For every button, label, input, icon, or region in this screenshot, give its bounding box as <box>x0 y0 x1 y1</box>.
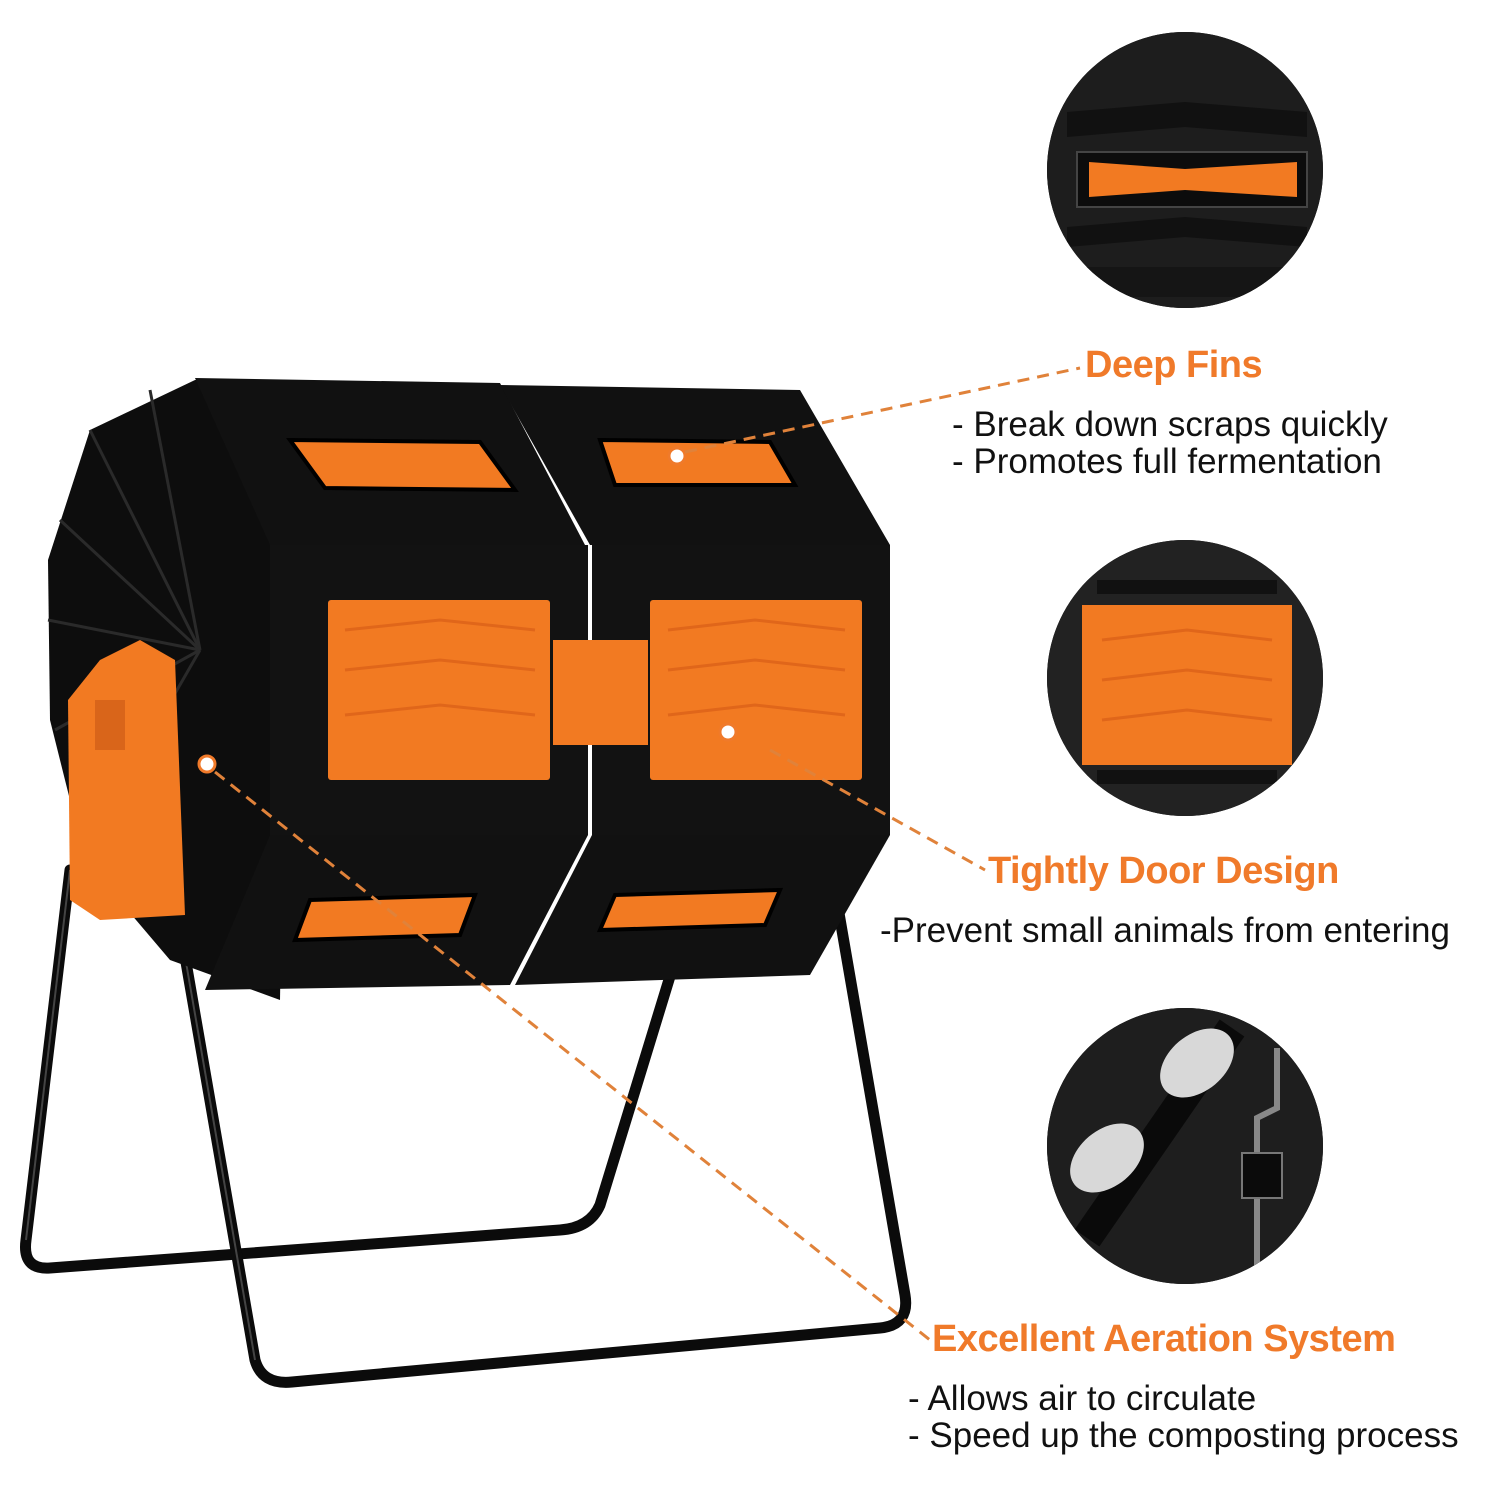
door-latch <box>553 640 648 745</box>
door-leader <box>769 748 986 872</box>
door-left <box>328 600 550 780</box>
bottom-fin-right <box>596 887 784 933</box>
door-right <box>650 600 862 780</box>
deep-fins-leader <box>684 366 1081 454</box>
deep-fins-marker <box>667 446 687 466</box>
door-marker <box>718 722 738 742</box>
stand-frame <box>20 864 912 1388</box>
door-detail-image <box>1047 540 1323 816</box>
aeration-marker <box>197 754 217 774</box>
deep-fins-detail-image <box>1047 32 1323 308</box>
top-fin-left <box>286 437 519 493</box>
door-design-title: Tightly Door Design <box>988 850 1339 892</box>
aeration-line-1: - Allows air to circulate <box>908 1379 1257 1418</box>
aeration-title: Excellent Aeration System <box>932 1318 1396 1360</box>
deep-fins-line-2: - Promotes full fermentation <box>952 442 1382 481</box>
aeration-detail-image <box>1047 1008 1323 1284</box>
door-design-line-1: -Prevent small animals from entering <box>880 911 1450 950</box>
bottom-fin-left <box>292 892 478 943</box>
deep-fins-line-1: - Break down scraps quickly <box>952 405 1388 444</box>
aeration-line-2: - Speed up the composting process <box>908 1416 1459 1455</box>
top-fin-right <box>597 437 799 487</box>
aeration-leader <box>214 770 931 1342</box>
crank-handle <box>68 640 185 920</box>
deep-fins-title: Deep Fins <box>1085 344 1263 386</box>
deep-fin-orange <box>1089 162 1297 197</box>
